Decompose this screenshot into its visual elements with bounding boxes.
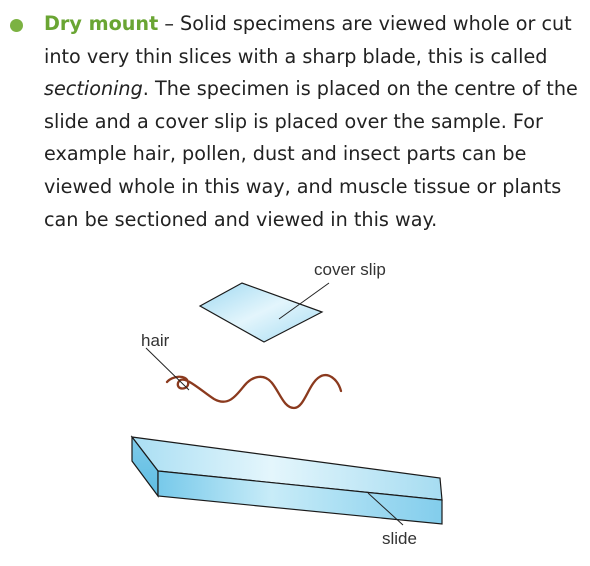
slide-leader-line <box>367 492 404 526</box>
dry-mount-diagram: cover slip hair slide <box>130 260 443 548</box>
term-dry-mount: Dry mount <box>44 12 159 35</box>
hair-specimen <box>165 373 343 410</box>
hair-leader-line <box>145 347 190 391</box>
dry-mount-paragraph: Dry mount – Solid specimens are viewed w… <box>10 8 580 236</box>
slide-label: slide <box>382 529 417 548</box>
cover-slip <box>198 282 324 343</box>
paragraph-text-a: Solid specimens are viewed whole or cut … <box>44 12 572 68</box>
dry-mount-bullet: Dry mount – Solid specimens are viewed w… <box>10 8 580 236</box>
cover-slip-label: cover slip <box>314 260 386 279</box>
bullet-icon <box>10 19 23 32</box>
cover-slip-leader-line <box>278 282 330 320</box>
hair-label: hair <box>141 331 170 350</box>
term-dash: – <box>158 12 181 35</box>
glass-slide <box>130 435 443 525</box>
paragraph-text-b: . The specimen is placed on the centre o… <box>44 77 578 231</box>
italic-sectioning: sectioning <box>44 77 143 101</box>
